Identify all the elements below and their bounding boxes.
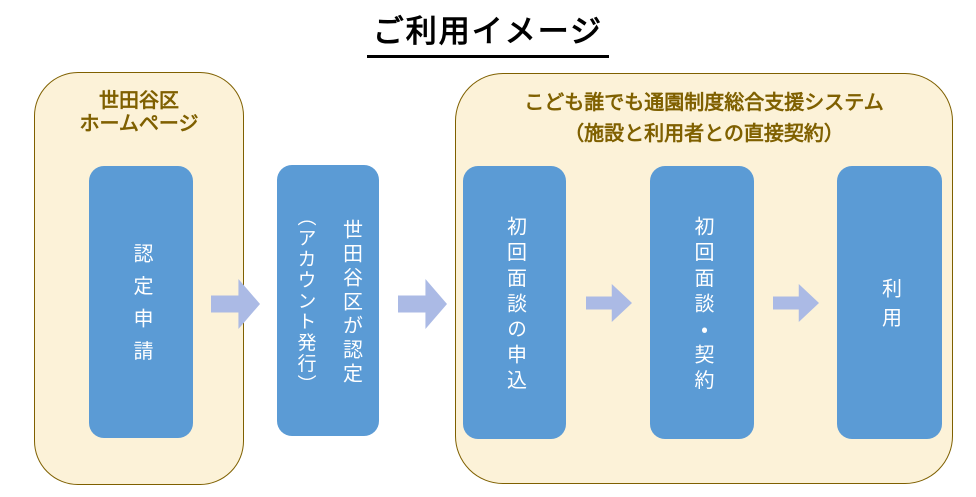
flow-arrow-icon [211, 279, 260, 329]
group-setagaya-homepage: 世田谷区 ホームページ 認定申請 [34, 72, 244, 485]
flow-arrow-icon [773, 284, 819, 322]
step-usage: 利用 [837, 166, 942, 439]
group-support-system: こども誰でも通園制度総合支援システム （施設と利用者との直接契約） 初回面談の申… [455, 73, 953, 484]
step-setagaya-certifies-label: 世田谷区が認定 [339, 218, 362, 387]
flow-arrow-icon [398, 279, 447, 329]
step-first-interview-contract: 初回面談・契約 [650, 166, 754, 439]
step-first-interview-application: 初回面談の申込 [463, 166, 566, 439]
step-first-interview-application-label: 初回面談の申込 [503, 215, 526, 395]
page-title-row: ご利用イメージ [0, 6, 976, 58]
group-support-system-header-line2: （施設と利用者との直接契約） [564, 123, 844, 145]
step-usage-label: 利用 [878, 278, 901, 336]
step-certification-application: 認定申請 [89, 166, 193, 438]
group-setagaya-homepage-header: 世田谷区 ホームページ [35, 73, 243, 136]
step-first-interview-contract-label: 初回面談・契約 [691, 215, 713, 395]
step-setagaya-certifies: （アカウント発行） 世田谷区が認定 [277, 165, 379, 436]
group-support-system-header-line1: こども誰でも通園制度総合支援システム [524, 92, 884, 114]
group-setagaya-homepage-header-line1: 世田谷区 [99, 90, 179, 112]
step-certification-application-label: 認定申請 [130, 243, 152, 373]
flow-arrow-icon [586, 284, 632, 322]
group-setagaya-homepage-header-line2: ホームページ [79, 113, 199, 135]
step-setagaya-certifies-sublabel: （アカウント発行） [294, 207, 316, 396]
page-title: ご利用イメージ [366, 6, 610, 58]
group-support-system-header: こども誰でも通園制度総合支援システム （施設と利用者との直接契約） [456, 74, 952, 150]
